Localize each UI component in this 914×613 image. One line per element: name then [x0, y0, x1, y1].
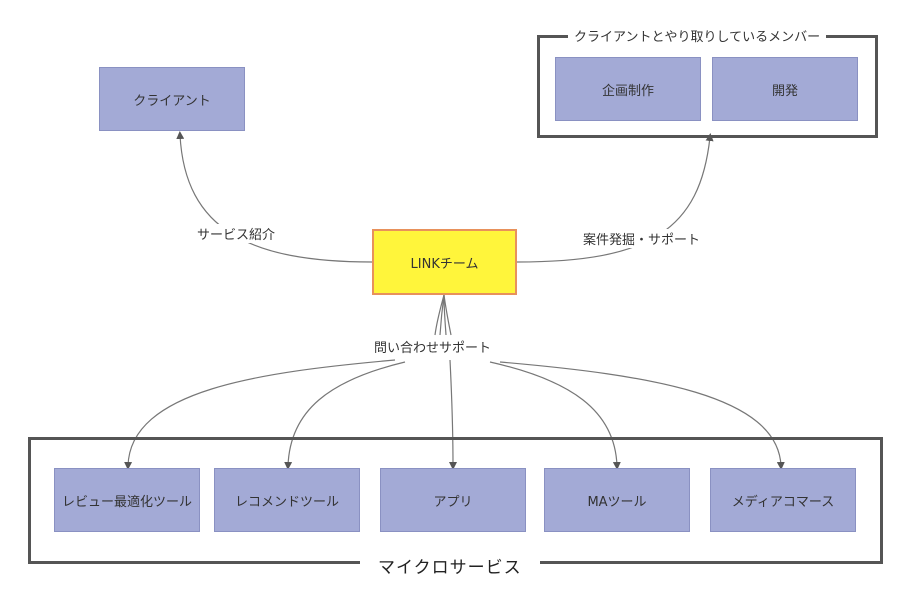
microservices-frame-title: マイクロサービス	[360, 553, 540, 578]
recommend-tool-node[interactable]: レコメンドツール	[214, 468, 360, 532]
edge-fan-3	[443, 294, 452, 336]
media-commerce-node[interactable]: メディアコマース	[710, 468, 856, 532]
link-team-label: LINKチーム	[410, 256, 479, 272]
edge-to-media	[499, 361, 785, 470]
edge-label-project-support: 案件発掘・サポート	[580, 229, 704, 248]
ma-tool-label: MAツール	[587, 494, 647, 510]
ma-tool-node[interactable]: MAツール	[544, 468, 690, 532]
planning-node[interactable]: 企画制作	[555, 57, 701, 121]
link-team-node[interactable]: LINKチーム	[372, 229, 517, 295]
app-label: アプリ	[433, 494, 473, 510]
app-node[interactable]: アプリ	[380, 468, 526, 532]
review-tool-node[interactable]: レビュー最適化ツール	[54, 468, 200, 532]
recommend-tool-label: レコメンドツール	[234, 494, 339, 510]
media-commerce-label: メディアコマース	[731, 494, 835, 510]
development-node[interactable]: 開発	[712, 57, 858, 121]
planning-label: 企画制作	[601, 83, 654, 99]
edge-to-recommend	[284, 361, 406, 470]
review-tool-label: レビュー最適化ツール	[61, 494, 192, 510]
client-node[interactable]: クライアント	[99, 67, 245, 131]
edge-to-app	[448, 359, 457, 470]
edge-fan-4	[434, 294, 445, 336]
client-label: クライアント	[133, 93, 211, 109]
edge-label-service-intro: サービス紹介	[194, 224, 279, 243]
members-frame-title: クライアントとやり取りしているメンバー	[568, 26, 827, 45]
edge-to-ma	[489, 361, 621, 470]
development-label: 開発	[771, 83, 798, 99]
edge-label-inquiry-support: 問い合わせサポート	[371, 337, 495, 356]
